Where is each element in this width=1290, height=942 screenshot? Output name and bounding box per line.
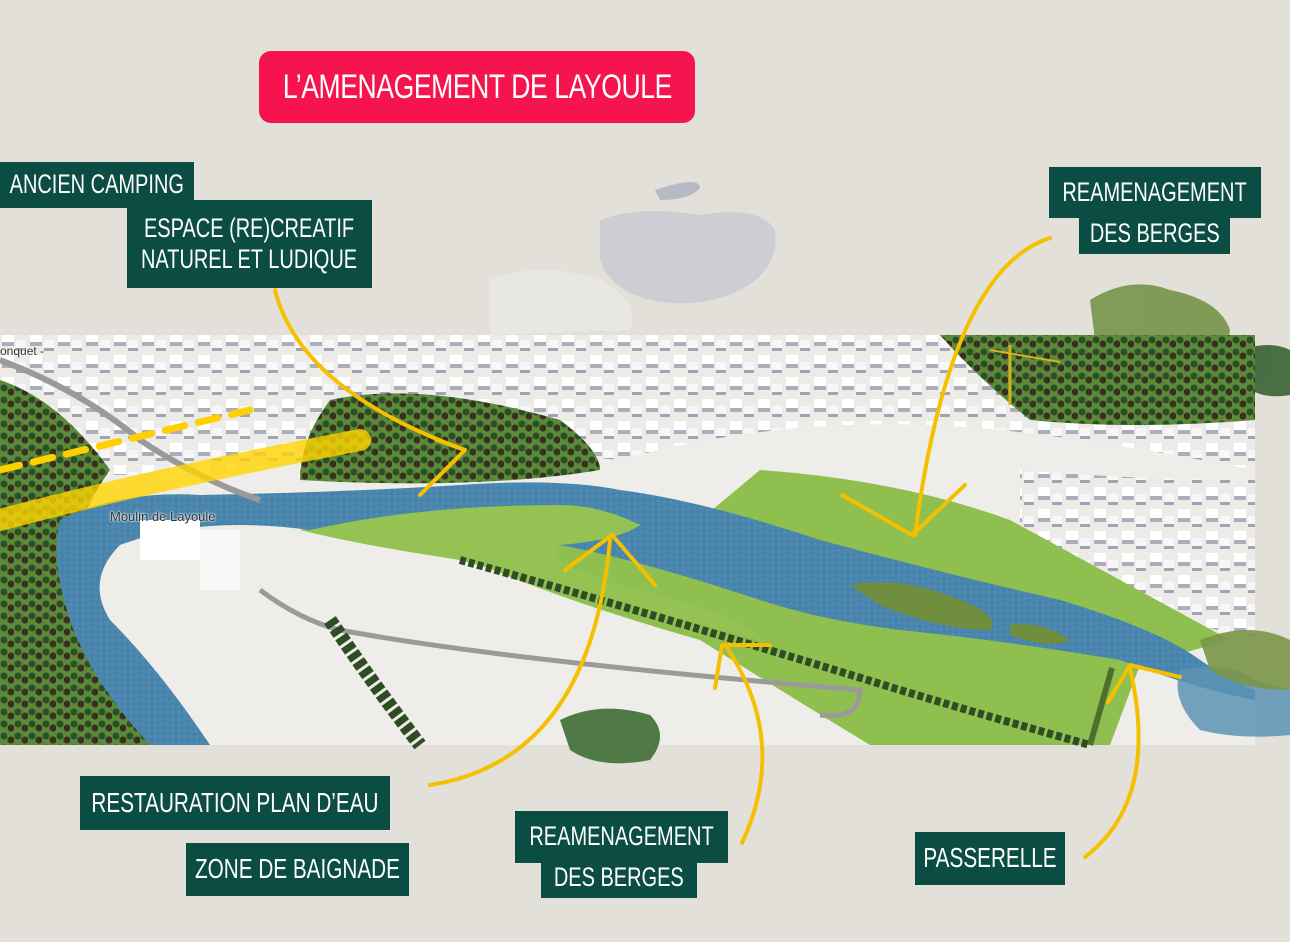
label-reamenagement-berges-north-line1-box: REAMENAGEMENT — [1049, 167, 1261, 218]
arrow-to-passerelle-icon — [1083, 666, 1141, 859]
yellow-mobility-axis — [0, 406, 371, 531]
label-ancien-camping-text: ANCIEN CAMPING — [9, 169, 185, 200]
label-zone-de-baignade: ZONE DE BAIGNADE — [186, 843, 409, 896]
label-reamenagement-berges-north-line2-box: DES BERGES — [1079, 214, 1230, 254]
label-berges-south-line2: DES BERGES — [554, 862, 684, 893]
arrow-to-camping-icon — [273, 288, 467, 452]
label-berges-north-line1: REAMENAGEMENT — [1062, 176, 1248, 207]
label-restauration-text: RESTAURATION PLAN D’EAU — [91, 786, 379, 818]
map-base — [0, 335, 1290, 764]
map-place-onquet: onquet - — [0, 344, 45, 358]
watercolor-cloud-grey — [490, 181, 776, 335]
label-berges-south-line1: REAMENAGEMENT — [529, 821, 714, 852]
label-restauration-plan-eau: RESTAURATION PLAN D’EAU — [80, 776, 390, 830]
label-reamenagement-berges-south-line2-box: DES BERGES — [541, 858, 697, 898]
label-reamenagement-berges-south-line1-box: REAMENAGEMENT — [515, 811, 728, 863]
arrow-to-plan-eau-icon — [428, 538, 612, 787]
page-title: L’AMENAGEMENT DE LAYOULE — [259, 51, 695, 123]
label-espace-line2: NATUREL ET LUDIQUE — [141, 244, 358, 274]
label-espace-recreatif: ESPACE (RE)CREATIF NATUREL ET LUDIQUE — [127, 200, 372, 288]
label-espace-line1: ESPACE (RE)CREATIF — [144, 212, 355, 243]
label-passerelle: PASSERELLE — [915, 832, 1065, 885]
label-baignade-text: ZONE DE BAIGNADE — [195, 853, 400, 885]
label-berges-north-line2: DES BERGES — [1089, 218, 1220, 249]
arrow-to-berges-north-icon — [913, 236, 1052, 537]
arrow-to-berges-south-icon — [723, 643, 765, 845]
label-passerelle-text: PASSERELLE — [923, 842, 1057, 874]
page-title-text: L’AMENAGEMENT DE LAYOULE — [282, 67, 672, 106]
map-place-moulin-de-layoule: Moulin de Layoule — [110, 509, 216, 524]
annotation-arrows — [273, 236, 1182, 859]
